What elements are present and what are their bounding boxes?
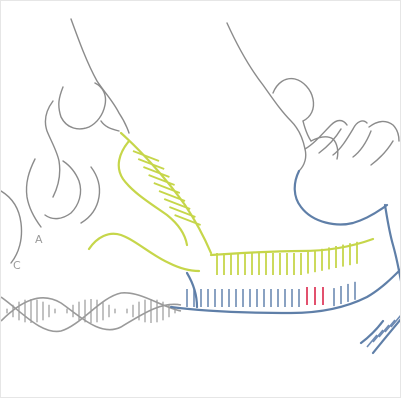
double-helix-left xyxy=(1,293,181,332)
stem-rung xyxy=(164,199,190,209)
stem-rung xyxy=(159,191,185,201)
stem-rung xyxy=(138,159,164,169)
stem-rung xyxy=(154,183,180,193)
target-dna-strand xyxy=(171,269,401,313)
label-a: A xyxy=(35,233,43,246)
label-c: C xyxy=(13,259,21,272)
stem-rung xyxy=(169,207,195,217)
dna-strand-upper xyxy=(187,171,387,307)
dna-strand-right xyxy=(385,205,401,281)
mismatch-highlight xyxy=(307,287,323,305)
stem-rung xyxy=(133,151,159,161)
left-hand-outline xyxy=(1,19,129,263)
right-hand-outline xyxy=(227,23,399,171)
cut-fragment xyxy=(361,315,401,353)
guide-rna xyxy=(89,133,373,275)
fragment-rung xyxy=(385,320,395,332)
stem-rung xyxy=(175,215,201,225)
